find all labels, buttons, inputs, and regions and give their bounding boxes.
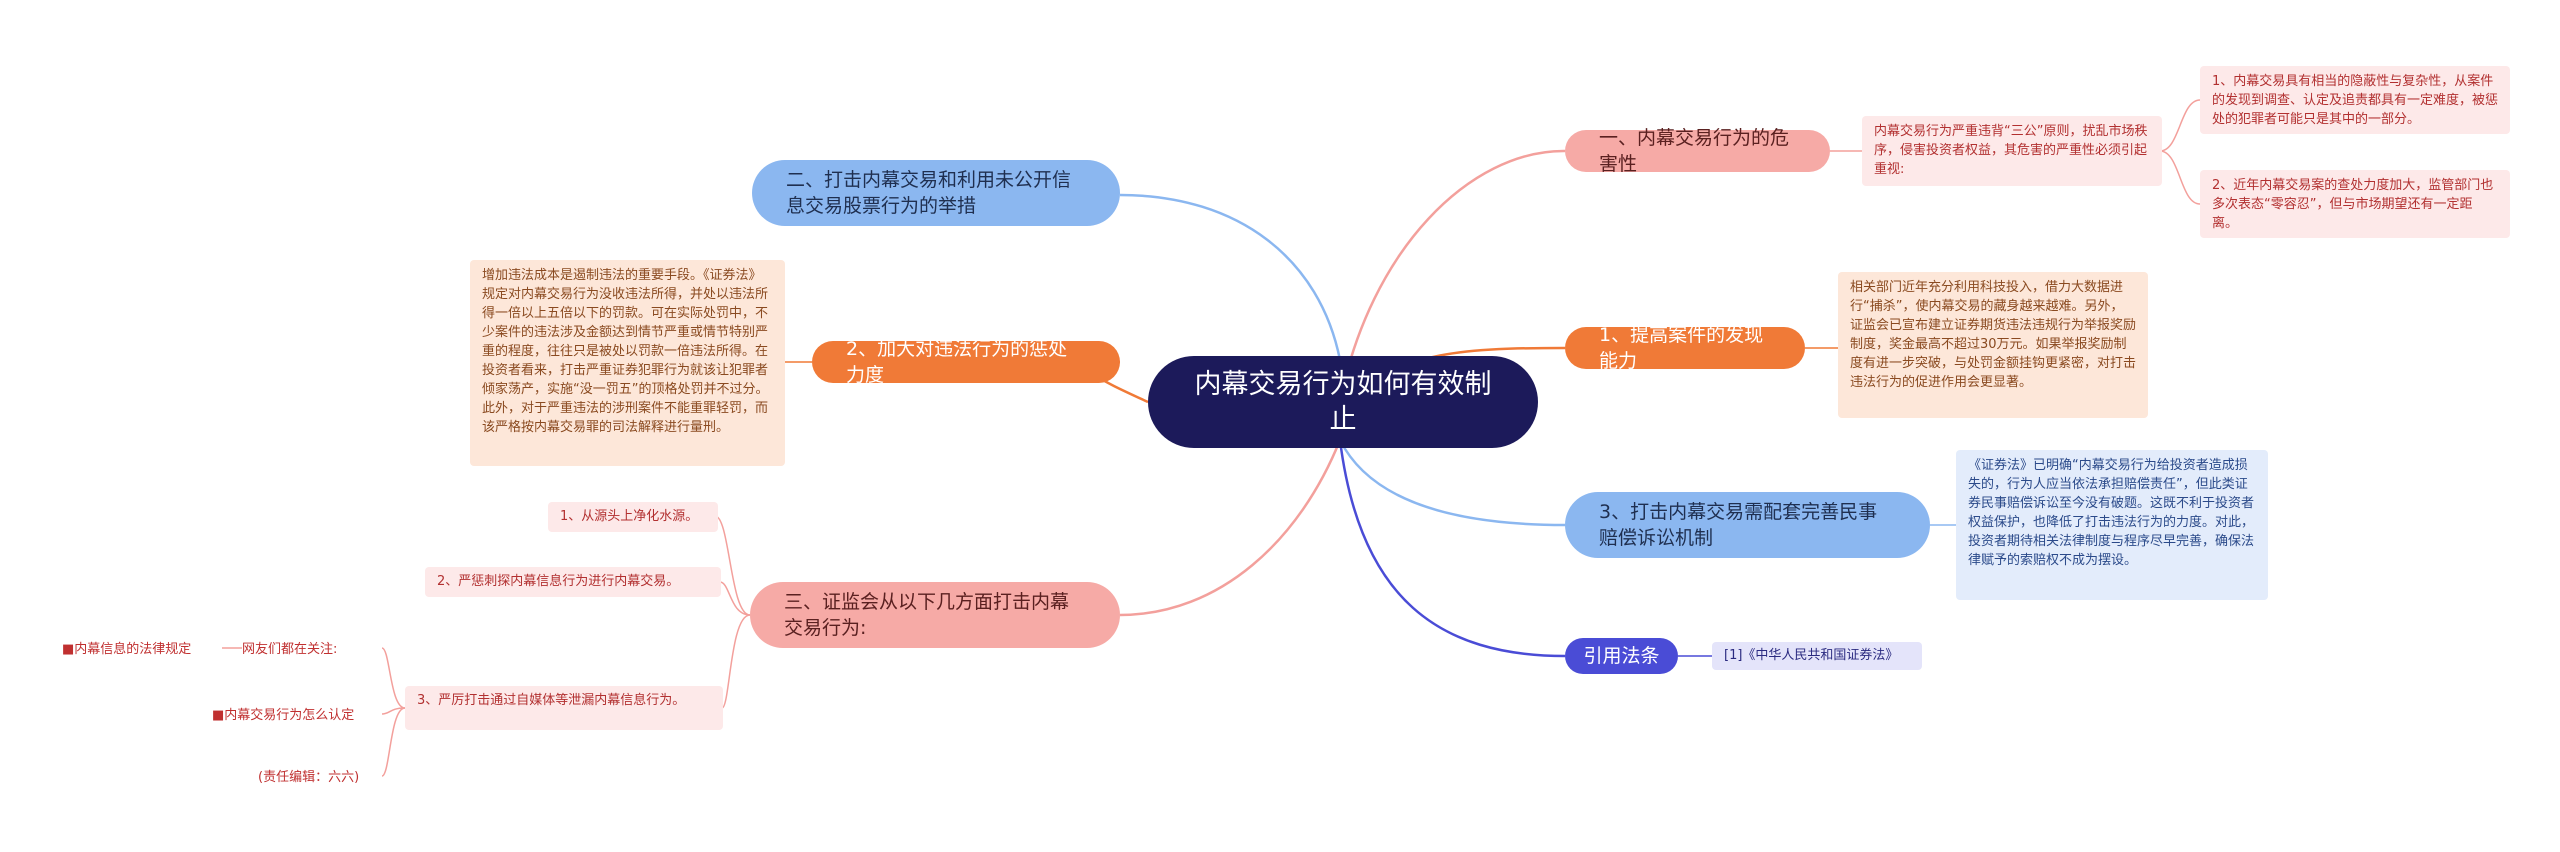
csrc-item-2: 2、严惩刺探内幕信息行为进行内幕交易。 [425, 567, 721, 597]
csrc-item-1: 1、从源头上净化水源。 [548, 502, 718, 532]
branch-civil-label: 3、打击内幕交易需配套完善民事赔偿诉讼机制 [1599, 501, 1878, 549]
editor-note: (责任编辑：六六) [258, 766, 382, 786]
csrc-item-2-text: 2、严惩刺探内幕信息行为进行内幕交易。 [437, 574, 680, 589]
branch-penalty-label: 2、加大对违法行为的惩处力度 [846, 338, 1068, 386]
penalty-desc: 增加违法成本是遏制违法的重要手段。《证券法》规定对内幕交易行为没收违法所得，并处… [470, 260, 785, 466]
link-insider-identify-text: ■内幕交易行为怎么认定 [212, 708, 355, 723]
followers-label: 网友们都在关注: [242, 638, 382, 658]
link-insider-identify[interactable]: ■内幕交易行为怎么认定 [212, 704, 382, 724]
penalty-desc-text: 增加违法成本是遏制违法的重要手段。《证券法》规定对内幕交易行为没收违法所得，并处… [482, 268, 769, 435]
root-title: 内幕交易行为如何有效制止 [1194, 369, 1492, 435]
harm-desc: 内幕交易行为严重违背“三公”原则，扰乱市场秩序，侵害投资者权益，其危害的严重性必… [1862, 116, 2162, 186]
followers-text: 网友们都在关注: [242, 642, 338, 657]
branch-penalty[interactable]: 2、加大对违法行为的惩处力度 [812, 338, 1120, 386]
cite-item-text: [1]《中华人民共和国证券法》 [1724, 648, 1899, 663]
detect-desc-text: 相关部门近年充分利用科技投入，借力大数据进行“捕杀”，使内幕交易的藏身越来越难。… [1850, 280, 2137, 390]
harm-desc-text: 内幕交易行为严重违背“三公”原则，扰乱市场秩序，侵害投资者权益，其危害的严重性必… [1874, 124, 2148, 177]
branch-cite-label: 引用法条 [1583, 645, 1660, 667]
cite-item[interactable]: [1]《中华人民共和国证券法》 [1712, 642, 1922, 670]
branch-detect-label: 1、提高案件的发现能力 [1599, 324, 1764, 372]
harm-point-1-text: 1、内幕交易具有相当的隐蔽性与复杂性，从案件的发现到调查、认定及追责都具有一定难… [2212, 74, 2499, 127]
harm-point-2-text: 2、近年内幕交易案的查处力度加大，监管部门也多次表态“零容忍”，但与市场期望还有… [2212, 178, 2494, 231]
branch-measures-label: 二、打击内幕交易和利用未公开信息交易股票行为的举措 [786, 169, 1072, 217]
branch-measures[interactable]: 二、打击内幕交易和利用未公开信息交易股票行为的举措 [752, 160, 1120, 226]
detect-desc: 相关部门近年充分利用科技投入，借力大数据进行“捕杀”，使内幕交易的藏身越来越难。… [1838, 272, 2148, 418]
branch-harm-label: 一、内幕交易行为的危害性 [1599, 127, 1790, 175]
csrc-item-3: 3、严厉打击通过自媒体等泄漏内幕信息行为。 [405, 686, 723, 730]
civil-desc-text: 《证券法》已明确“内幕交易行为给投资者造成损失的，行为人应当依法承担赔偿责任”，… [1968, 458, 2255, 568]
branch-civil[interactable]: 3、打击内幕交易需配套完善民事赔偿诉讼机制 [1565, 492, 1930, 558]
branch-csrc-label: 三、证监会从以下几方面打击内幕交易行为: [784, 591, 1070, 639]
csrc-item-3-text: 3、严厉打击通过自媒体等泄漏内幕信息行为。 [417, 693, 686, 708]
civil-desc: 《证券法》已明确“内幕交易行为给投资者造成损失的，行为人应当依法承担赔偿责任”，… [1956, 450, 2268, 600]
branch-csrc[interactable]: 三、证监会从以下几方面打击内幕交易行为: [750, 582, 1120, 648]
branch-detect[interactable]: 1、提高案件的发现能力 [1565, 324, 1805, 372]
root-node[interactable]: 内幕交易行为如何有效制止 [1148, 356, 1538, 448]
branch-harm[interactable]: 一、内幕交易行为的危害性 [1565, 127, 1830, 175]
csrc-item-1-text: 1、从源头上净化水源。 [560, 509, 699, 524]
link-insider-law-text: ■内幕信息的法律规定 [62, 642, 192, 657]
link-insider-law[interactable]: ■内幕信息的法律规定 [62, 638, 222, 658]
branch-cite[interactable]: 引用法条 [1565, 638, 1678, 674]
editor-note-text: (责任编辑：六六) [258, 770, 360, 785]
harm-point-1: 1、内幕交易具有相当的隐蔽性与复杂性，从案件的发现到调查、认定及追责都具有一定难… [2200, 66, 2510, 134]
harm-point-2: 2、近年内幕交易案的查处力度加大，监管部门也多次表态“零容忍”，但与市场期望还有… [2200, 170, 2510, 238]
